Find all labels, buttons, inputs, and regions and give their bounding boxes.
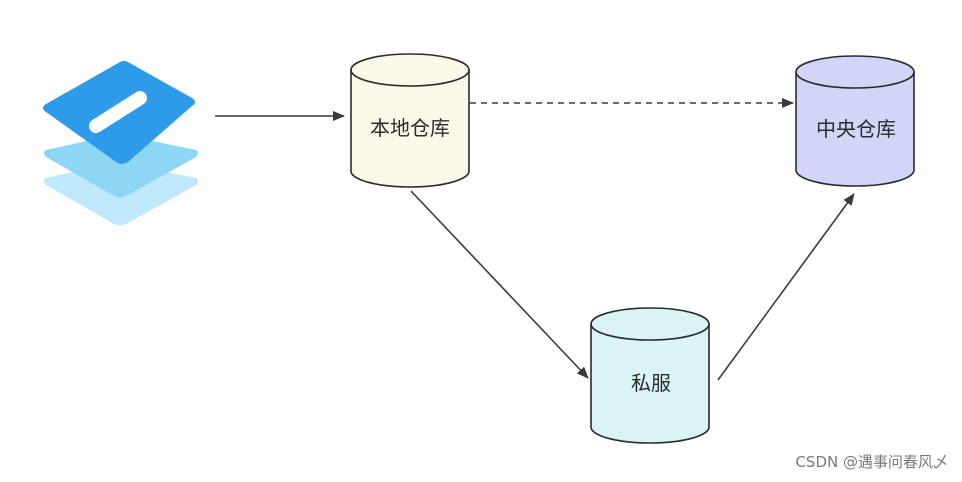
edge-private-to-central	[717, 193, 855, 381]
watermark-text: CSDN @遇事问春风乄	[795, 453, 948, 471]
central-repo-label: 中央仓库	[816, 117, 896, 141]
private-server-node: 私服	[590, 307, 710, 444]
private-server-body	[590, 323, 710, 444]
private-server-label: 私服	[631, 371, 671, 395]
private-server-top	[590, 307, 710, 341]
central-repo-body	[795, 71, 915, 187]
local-repo-top	[350, 53, 470, 87]
central-repo-node: 中央仓库	[795, 55, 915, 187]
central-repo-top	[795, 55, 915, 89]
edge-local-to-private	[410, 190, 589, 379]
local-repo-label: 本地仓库	[370, 116, 450, 140]
local-repo-body	[350, 69, 470, 188]
layers-stack-icon	[43, 61, 198, 226]
local-repo-node: 本地仓库	[350, 53, 470, 188]
